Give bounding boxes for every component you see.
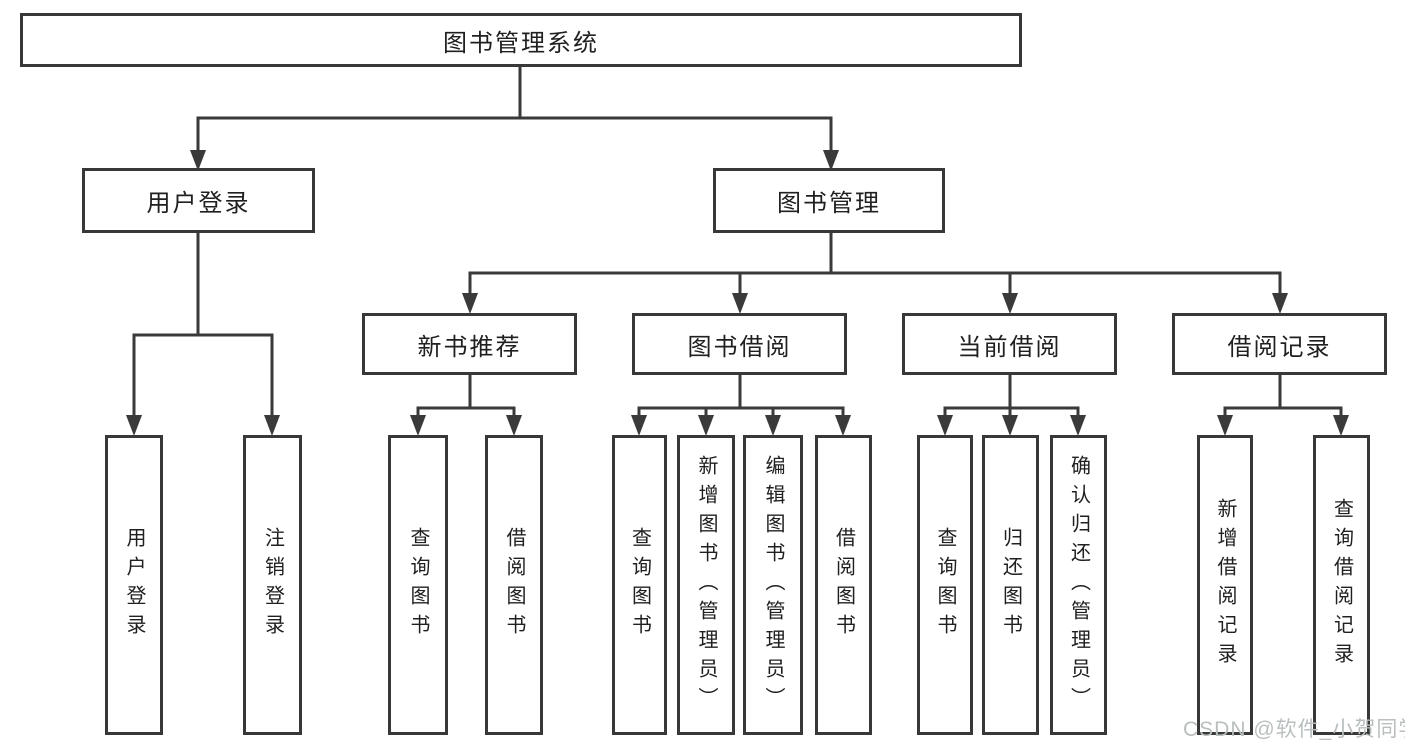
connector-user-login-children xyxy=(132,231,274,422)
node-user-login: 用户登录 xyxy=(82,168,315,233)
node-br-add-record: 新增借阅记录 xyxy=(1197,435,1253,735)
node-root: 图书管理系统 xyxy=(20,13,1022,67)
node-bb-add-books: 新增图书（管理员） xyxy=(677,435,735,735)
watermark: CSDN @软件_小贺同学 xyxy=(1183,718,1405,741)
node-bb-query-books: 查询图书 xyxy=(612,435,667,735)
node-new-book-recommend: 新书推荐 xyxy=(362,313,577,375)
node-book-management: 图书管理 xyxy=(713,168,945,233)
connector-root-to-level2 xyxy=(196,65,833,157)
connector-current-borrowing-children xyxy=(943,373,1080,422)
node-logout: 注销登录 xyxy=(243,435,302,735)
connector-book-management-children xyxy=(468,231,1282,300)
node-cb-query-books: 查询图书 xyxy=(917,435,973,735)
node-current-borrowing: 当前借阅 xyxy=(902,313,1117,375)
connector-new-book-children xyxy=(416,373,516,422)
node-cb-confirm-return: 确认归还（管理员） xyxy=(1050,435,1107,735)
arrowheads xyxy=(126,150,1349,436)
node-nb-borrow-books: 借阅图书 xyxy=(485,435,543,735)
node-borrowing-records: 借阅记录 xyxy=(1172,313,1387,375)
node-nb-query-books: 查询图书 xyxy=(388,435,448,735)
node-cb-return-books: 归还图书 xyxy=(982,435,1039,735)
node-bb-edit-books: 编辑图书（管理员） xyxy=(743,435,803,735)
node-bb-borrow-books: 借阅图书 xyxy=(815,435,872,735)
node-book-borrowing: 图书借阅 xyxy=(632,313,847,375)
node-br-query-record: 查询借阅记录 xyxy=(1313,435,1370,735)
connector-book-borrowing-children xyxy=(637,373,845,422)
node-login: 用户登录 xyxy=(105,435,163,735)
connector-borrowing-records-children xyxy=(1223,373,1343,422)
